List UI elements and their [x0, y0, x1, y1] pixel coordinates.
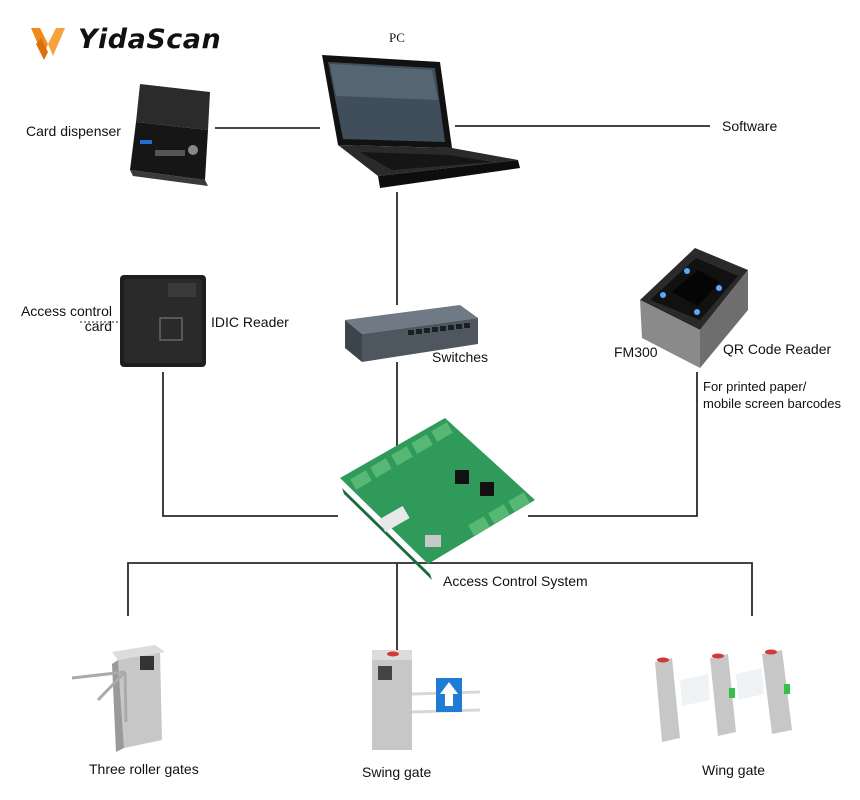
- qr-code-reader-device: [640, 248, 748, 368]
- network-switch: [345, 305, 478, 362]
- label-access-card-line2: card: [84, 318, 112, 334]
- swing-gate: [372, 650, 481, 750]
- yidascan-logo-icon: [31, 28, 65, 60]
- label-swing-gate: Swing gate: [362, 764, 432, 780]
- access-control-board: [340, 418, 535, 580]
- label-switches: Switches: [432, 349, 489, 365]
- label-card-dispenser: Card dispenser: [26, 123, 121, 139]
- laptop-pc: [322, 55, 520, 188]
- label-qr-note-line1: For printed paper/: [703, 379, 807, 394]
- label-fm300: FM300: [614, 344, 658, 360]
- card-dispenser-device: [130, 84, 210, 186]
- label-three-roller-gates: Three roller gates: [89, 761, 199, 777]
- label-access-control-card: Access control card: [21, 304, 112, 334]
- connection-lines: [127, 125, 753, 650]
- label-software: Software: [722, 118, 778, 134]
- line-qr-acs: [528, 372, 698, 517]
- line-acs-gates: [127, 562, 753, 616]
- three-roller-gate: [71, 645, 165, 752]
- idic-reader-device: [120, 275, 206, 367]
- brand-name: YidaScan: [78, 24, 222, 55]
- line-idic-acs: [162, 372, 338, 517]
- label-access-control-system: Access Control System: [443, 573, 588, 589]
- label-pc: PC: [389, 30, 405, 45]
- label-access-card-line1: Access control: [20, 303, 112, 319]
- label-idic-reader: IDIC Reader: [211, 314, 289, 330]
- label-qr-note-line2: mobile screen barcodes: [703, 396, 842, 411]
- label-qr-code-reader: QR Code Reader: [723, 341, 832, 357]
- label-wing-gate: Wing gate: [702, 762, 766, 778]
- label-qr-note: For printed paper/ mobile screen barcode…: [703, 378, 841, 412]
- wing-gate: [655, 649, 792, 742]
